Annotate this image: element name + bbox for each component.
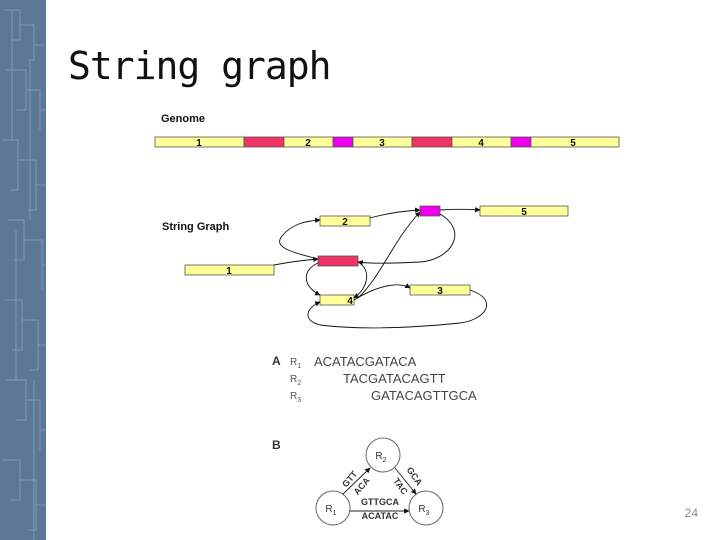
genome-segment-label: 1 xyxy=(196,138,202,149)
read-sequence: ACATACGATACA xyxy=(314,354,417,369)
graph-edge xyxy=(279,217,321,260)
genome-segment-label: 3 xyxy=(379,138,385,149)
tree-pattern-decoration xyxy=(2,9,46,540)
graph-repeat-magenta xyxy=(419,205,441,217)
genome-segment-label: 4 xyxy=(478,138,484,149)
genome-track xyxy=(154,136,620,148)
graph-node-label: 5 xyxy=(521,207,527,218)
graph-node-1 xyxy=(184,264,275,276)
read-name: R2 xyxy=(290,374,301,387)
string-graph-label: String Graph xyxy=(162,221,230,233)
graph-node-label: 3 xyxy=(437,286,443,297)
read-name: R3 xyxy=(290,391,301,404)
graph-edge xyxy=(353,283,411,301)
graph-edge xyxy=(357,211,421,299)
genome-repeat-magenta xyxy=(332,136,354,148)
graph-edge xyxy=(353,261,368,299)
overlap-node-label: R2 xyxy=(375,451,386,464)
graph-edge xyxy=(305,262,321,296)
genome-segment-5 xyxy=(530,136,620,148)
read-sequence: TACGATACAGTT xyxy=(343,371,446,386)
graph-edge xyxy=(273,256,319,266)
overlap-node-r3 xyxy=(408,490,444,526)
sidebar-decoration xyxy=(0,0,46,540)
graph-node-label: 4 xyxy=(347,296,353,307)
panel-a-label: A xyxy=(272,354,281,368)
graph-edge xyxy=(307,289,488,329)
graph-edges xyxy=(273,206,488,329)
genome-repeat-red xyxy=(243,136,285,148)
graph-repeat-red xyxy=(317,255,359,267)
overlap-edge xyxy=(342,467,371,495)
genome-segment-label: 5 xyxy=(570,138,576,149)
graph-edge xyxy=(439,206,481,213)
graph-node-label: 1 xyxy=(226,266,232,277)
genome-segment-label: 2 xyxy=(305,138,311,149)
edge-label: GTTGCA xyxy=(361,497,399,507)
graph-edge xyxy=(357,213,456,266)
genome-repeat-magenta xyxy=(510,136,532,148)
slide-number: 24 xyxy=(684,506,698,520)
genome-repeat-red xyxy=(411,136,453,148)
genome-label: Genome xyxy=(161,113,205,125)
read-name: R1 xyxy=(290,357,301,370)
graph-node-label: 2 xyxy=(342,217,348,228)
edge-label: GCA xyxy=(405,465,425,488)
read-sequence: GATACAGTTGCA xyxy=(371,388,477,403)
overlap-node-label: R3 xyxy=(418,504,429,517)
overlap-node-r2 xyxy=(365,437,401,473)
overlap-edge xyxy=(394,467,417,495)
edge-label: TAC xyxy=(391,476,410,497)
edge-label: ACATAC xyxy=(362,511,399,521)
graph-edge xyxy=(369,207,421,219)
overlap-node-r1 xyxy=(315,490,351,526)
panel-b-label: B xyxy=(272,438,281,452)
overlap-node-label: R1 xyxy=(325,504,336,517)
page-title: String graph xyxy=(68,44,332,88)
